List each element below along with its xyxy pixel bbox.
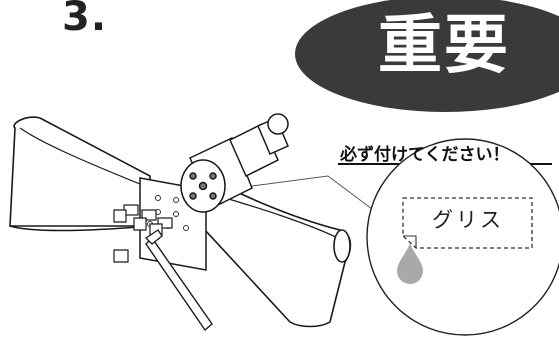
screw-set: [113, 204, 173, 263]
important-badge-label: 重要: [378, 9, 510, 83]
grease-drop-icon: [397, 243, 423, 284]
callout-leader-line: [221, 175, 377, 213]
tag-fold: [403, 235, 417, 248]
grease-label-text: グリス: [432, 208, 504, 232]
hex-key-short-arm: [144, 229, 163, 245]
right-antenna-element: [204, 174, 352, 328]
important-badge: [295, 0, 559, 112]
warning-text: 必ず付けてください！: [340, 145, 510, 165]
step-number: 3.: [62, 0, 108, 40]
hex-key: [145, 236, 213, 332]
grease-label-tag: [402, 197, 533, 249]
connector-body: [180, 113, 289, 213]
